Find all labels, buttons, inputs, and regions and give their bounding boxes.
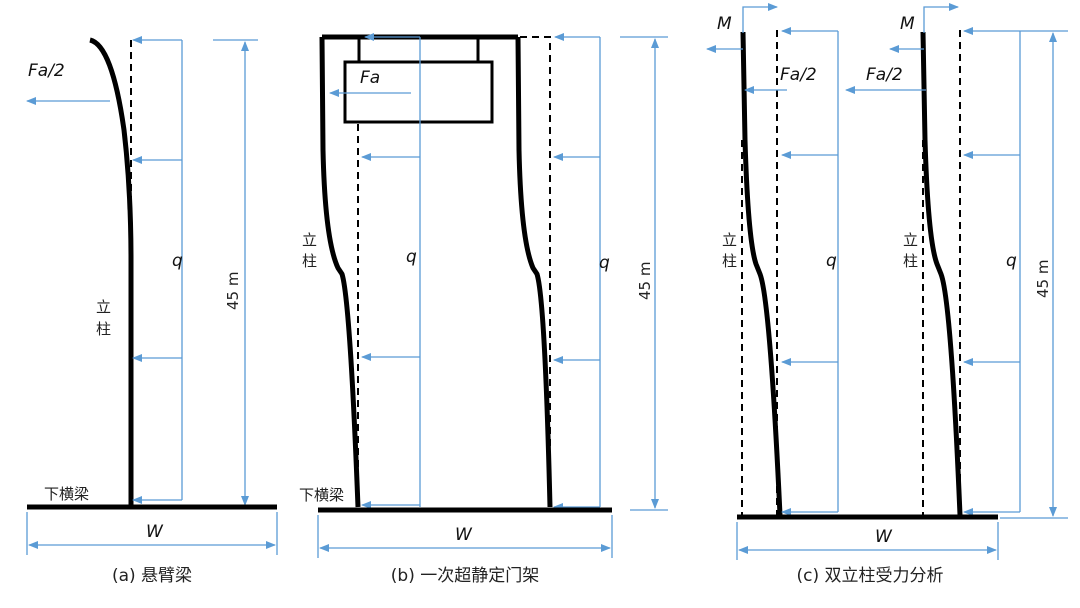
original-right-column [520,36,551,490]
width-dimension [26,512,278,555]
moment-arrow [923,3,959,33]
distributed-load-right [963,27,1021,516]
deflected-column [89,37,134,507]
width-label: W [455,525,473,545]
load-label: q [599,253,610,273]
panel-a-cantilever: Fa/2 q 45 m 立 柱 下横梁 W (a) 悬臂梁 [26,36,278,586]
column-label: 立 [903,231,918,249]
right-column [920,31,963,516]
column-label: 柱 [903,252,918,270]
width-label: W [875,527,893,547]
moment-label: M [900,14,915,34]
left-column [319,36,361,508]
column-label: 柱 [96,320,111,338]
width-dimension [317,515,613,558]
right-column [515,36,553,508]
force-label: Fa/2 [28,61,65,81]
moment-arrow [742,3,778,33]
caption: (b) 一次超静定门架 [391,566,539,586]
distributed-load-left [361,33,421,509]
left-column [740,31,783,516]
force-label: Fa/2 [866,65,903,85]
caption: (c) 双立柱受力分析 [796,566,943,586]
width-label: W [146,522,164,542]
width-dimension [736,522,999,560]
panel-b-portal-frame: Fa q q 45 m 立 柱 下横梁 W (b) 一次超静定门架 [299,33,668,586]
beam-label: 下横梁 [44,485,89,503]
force-label: Fa [360,68,380,88]
column-label: 柱 [722,252,737,270]
distributed-load-left [781,27,839,516]
force-label: Fa/2 [780,65,817,85]
height-label: 45 m [224,272,242,310]
load-label: q [172,251,183,271]
column-label: 立 [96,298,111,316]
moment-label: M [717,14,732,34]
load-label: q [406,247,417,267]
beam-label: 下横梁 [299,486,344,504]
distributed-load-right [553,33,601,511]
column-label: 柱 [302,252,317,270]
column-label: 立 [302,231,317,249]
height-label: 45 m [1034,260,1052,298]
load-label: q [1006,251,1017,271]
equipment-box [343,60,494,124]
height-dimension [1000,30,1068,519]
height-dimension [620,36,668,511]
load-label: q [826,251,837,271]
column-label: 立 [722,231,737,249]
panel-c-double-column: M M Fa/2 Fa/2 q q 45 m 立 柱 立 柱 W (c) 双立柱… [706,3,1068,586]
caption: (a) 悬臂梁 [112,566,192,586]
distributed-load [132,36,183,504]
height-label: 45 m [636,262,654,300]
